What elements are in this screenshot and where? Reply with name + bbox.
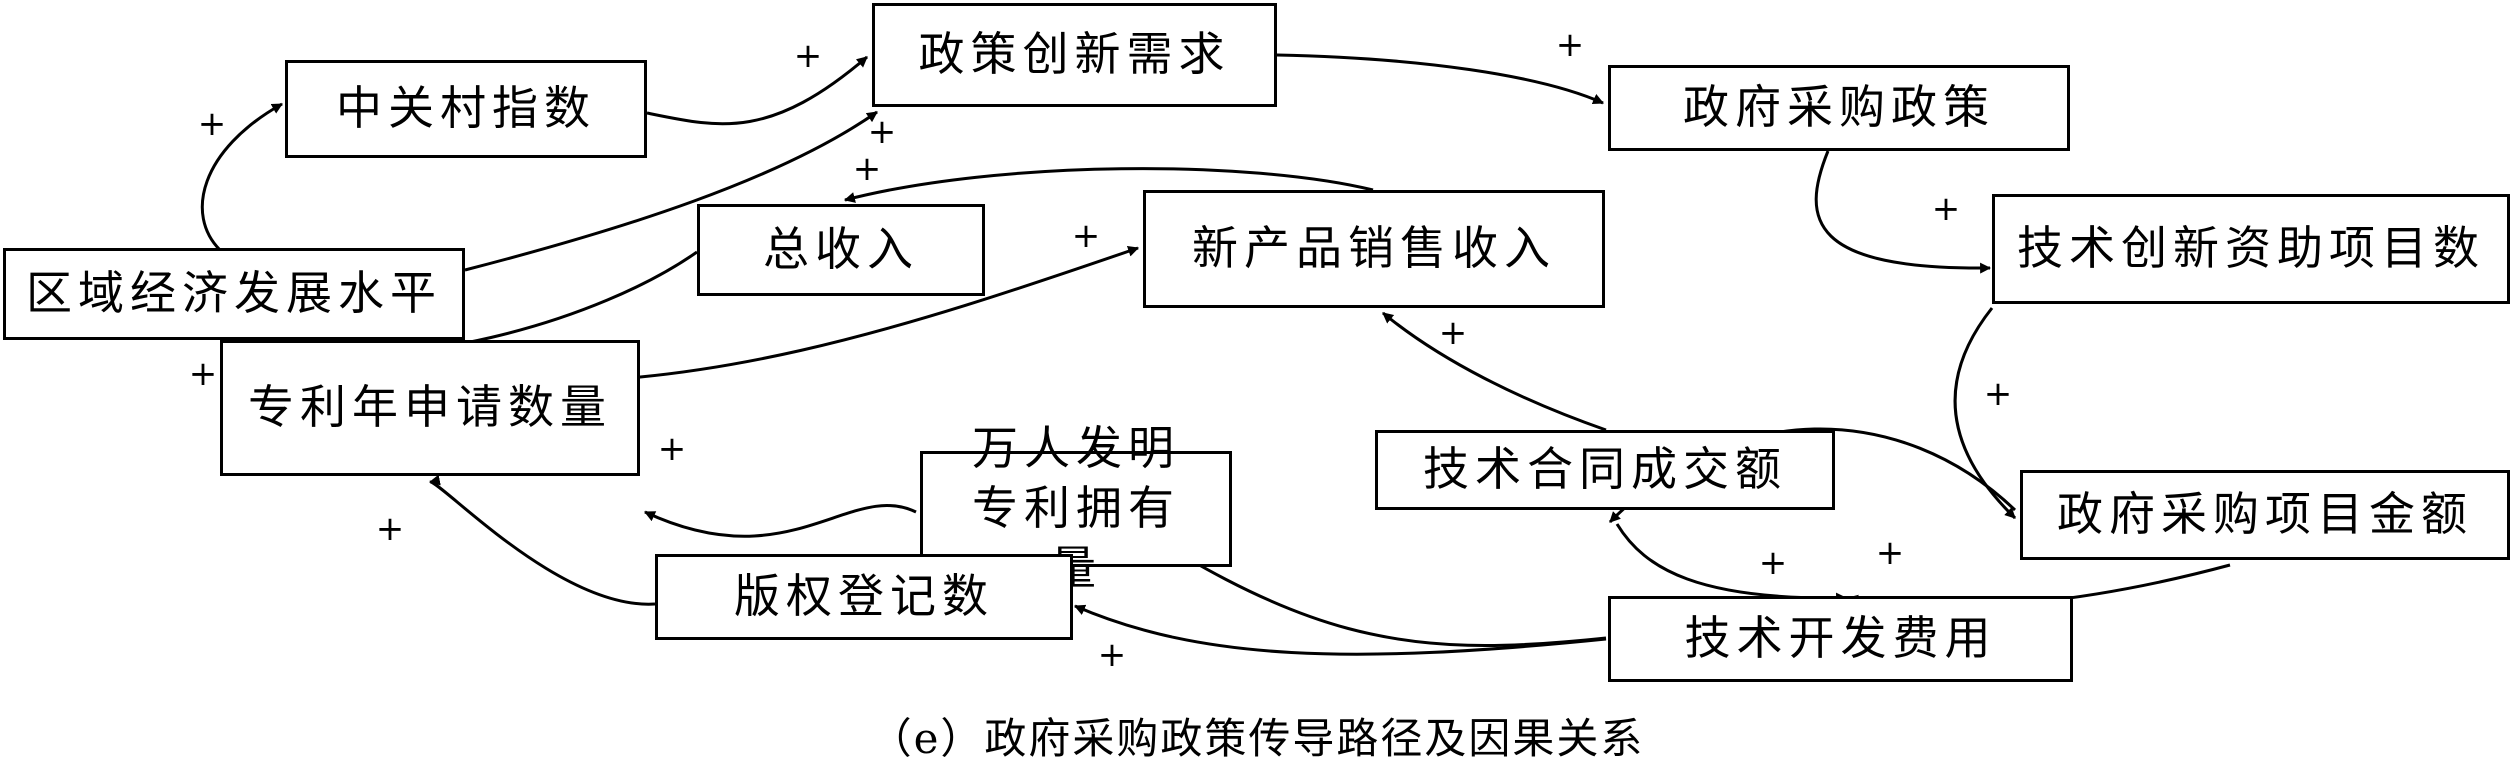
edge-polarity-sign: +	[853, 149, 882, 189]
node-government-procurement-amount: 政府采购项目金额	[2020, 470, 2510, 560]
node-zhongguancun-index: 中关村指数	[285, 60, 647, 158]
edge-polarity-sign: +	[1439, 313, 1468, 353]
figure-caption: （e）政府采购政策传导路径及因果关系	[869, 714, 1645, 763]
edge-polarity-sign: +	[1759, 543, 1788, 583]
edge-polarity-sign: +	[868, 112, 897, 152]
edge-polarity-sign: +	[1876, 533, 1905, 573]
node-policy-innovation-demand: 政策创新需求	[872, 3, 1277, 107]
edge-n10-to-n13	[1615, 523, 1848, 604]
node-new-product-sales-revenue: 新产品销售收入	[1143, 190, 1605, 308]
edge-polarity-sign: +	[189, 354, 218, 394]
edge-n3-to-n4	[1814, 150, 1992, 274]
node-regional-economic-development: 区域经济发展水平	[3, 248, 465, 340]
edge-n10-to-n7	[1382, 311, 1607, 432]
edge-polarity-sign: +	[1932, 189, 1961, 229]
node-invention-patents-per-10k: 万人发明专利拥有量	[920, 421, 1232, 595]
edge-n7-to-n6	[843, 167, 1374, 203]
edge-polarity-sign: +	[376, 509, 405, 549]
edge-polarity-sign: +	[1098, 635, 1127, 675]
node-copyright-registrations: 版权登记数	[655, 554, 1073, 640]
node-tech-contract-turnover: 技术合同成交额	[1375, 430, 1835, 510]
edge-polarity-sign: +	[1556, 25, 1585, 65]
node-total-revenue: 总收入	[697, 204, 985, 296]
node-tech-development-expense: 技术开发费用	[1608, 596, 2073, 682]
edge-polarity-sign: +	[1984, 374, 2013, 414]
edge-n5-to-n2	[200, 102, 283, 252]
edge-n12-to-n8	[428, 474, 656, 606]
edge-polarity-sign: +	[1072, 216, 1101, 256]
node-annual-patent-applications: 专利年申请数量	[220, 340, 640, 476]
edge-polarity-sign: +	[198, 104, 227, 144]
edge-n1-to-n3	[1276, 53, 1605, 105]
edge-n5-to-n1	[464, 110, 878, 272]
node-tech-innovation-funded-projects: 技术创新资助项目数	[1992, 194, 2510, 304]
edge-polarity-sign: +	[658, 429, 687, 469]
node-government-procurement-policy: 政府采购政策	[1608, 65, 2070, 151]
edge-polarity-sign: +	[794, 36, 823, 76]
edge-n13-to-n12	[1073, 604, 1607, 656]
edge-n4-to-n11	[1953, 307, 2017, 520]
edge-n2-to-n1	[646, 55, 868, 126]
edge-n9-to-n8	[644, 504, 917, 538]
